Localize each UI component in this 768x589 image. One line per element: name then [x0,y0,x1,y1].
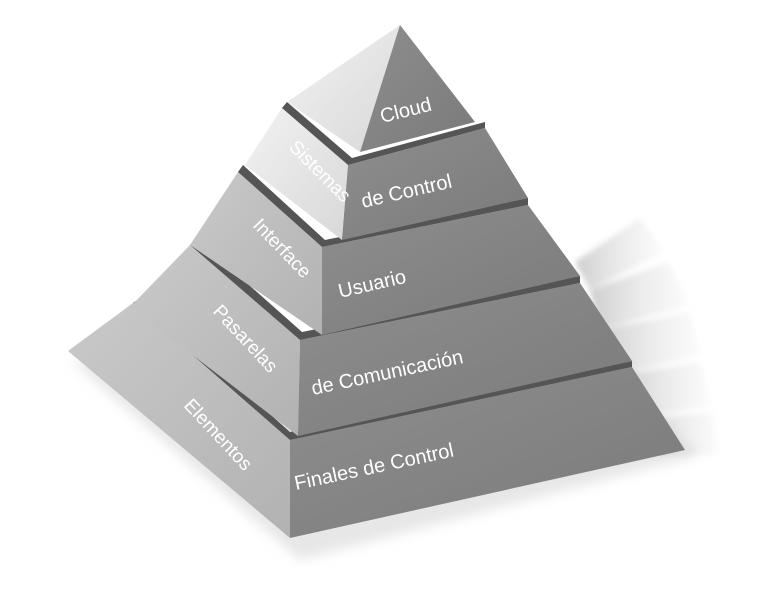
level-1-right-face [360,25,475,152]
level-4-right-face [298,283,632,436]
level-5-right-face [290,367,685,538]
level-2-right-face [342,128,528,240]
level-3-left-face [190,172,322,335]
pyramid-level-2 [245,102,528,240]
level-4-left-face [130,245,300,436]
level-3-right-face [322,205,580,335]
pyramid-level-1 [287,25,475,152]
level-2-left-face [245,108,348,240]
level-2-top-edge [282,102,485,165]
level-5-left-face [68,303,290,538]
level-1-left-face [287,25,400,152]
